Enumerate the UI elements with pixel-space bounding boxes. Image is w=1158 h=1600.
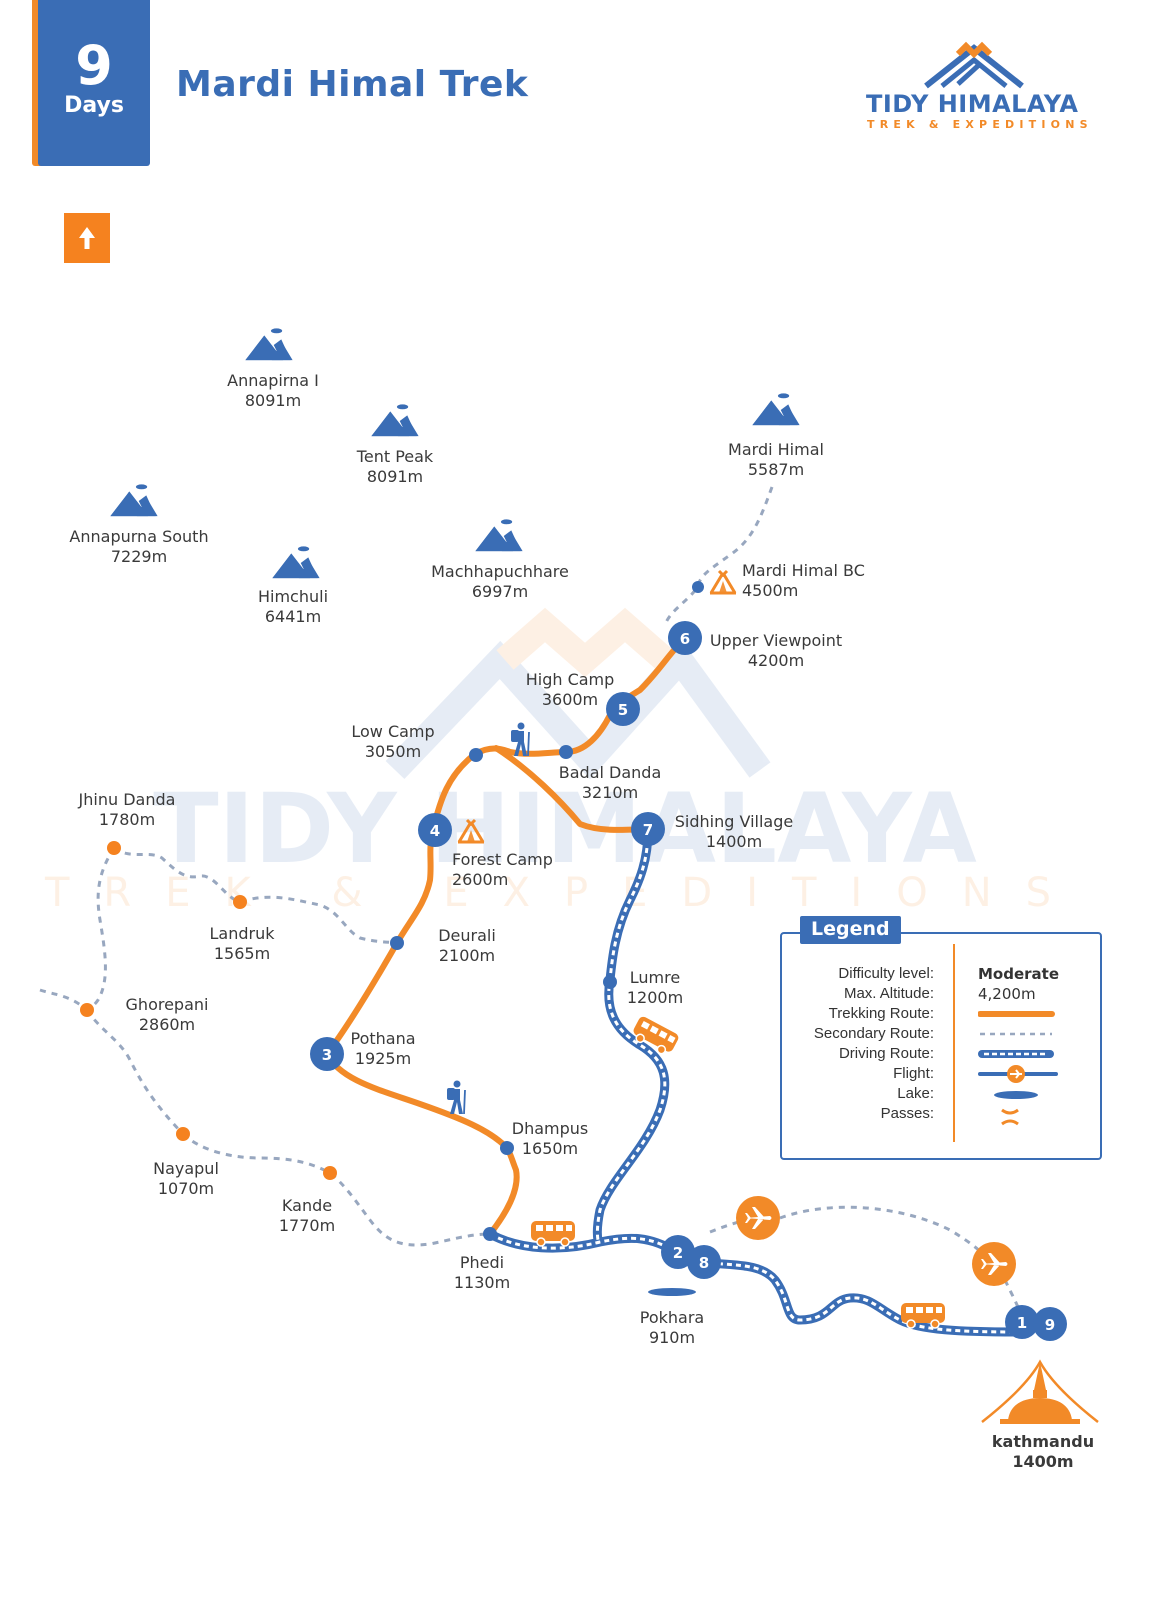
passes-swatch [978,1104,1088,1126]
svg-text:4: 4 [430,822,440,840]
secondary-route-swatch [978,1024,1088,1044]
brand-logo: TIDY HIMALAYA TREK & EXPEDITIONS [862,40,1102,140]
days-badge: 9 Days [38,0,150,166]
legend-divider [953,944,955,1142]
svg-text:6: 6 [680,630,690,648]
lake-icon [648,1288,696,1296]
lake-swatch [978,1084,1088,1104]
page-title: Mardi Himal Trek [176,64,529,105]
tent-icon [708,569,738,595]
svg-text:5: 5 [618,701,628,719]
legend-title: Legend [800,916,901,944]
flight-icon [736,1196,780,1240]
north-arrow-icon [64,213,110,263]
flight-swatch [978,1064,1088,1084]
brand-name: TIDY HIMALAYA [866,90,1079,118]
peak-icon [371,404,419,437]
difficulty-value: Moderate [978,965,1060,983]
svg-text:2: 2 [673,1244,683,1262]
driving-route-swatch [978,1044,1088,1064]
flight-icon [972,1242,1016,1286]
days-label: Days [64,93,124,118]
peak-icon [475,519,523,552]
legend-panel: Legend Difficulty level: Max. Altitude: … [780,916,1102,1160]
stupa-icon [981,1359,1099,1424]
legend-keys: Difficulty level: Max. Altitude: Trekkin… [813,965,934,1122]
mountain-logo-icon [924,41,1024,89]
max-altitude-value: 4,200m [978,985,1036,1003]
trekking-route [324,635,688,1237]
svg-text:8: 8 [699,1254,709,1272]
watermark: TIDY HIMALAYA TREK & EXPEDITIONS [44,607,1085,916]
svg-text:3: 3 [322,1046,332,1064]
days-number: 9 [75,34,113,97]
svg-text:TREK & EXPEDITIONS: TREK & EXPEDITIONS [44,870,1085,916]
trekking-route-swatch [977,1004,1088,1024]
brand-tagline: TREK & EXPEDITIONS [867,118,1093,131]
bus-icon [530,1220,576,1247]
peak-icon [110,484,158,517]
peak-icon [272,546,320,579]
peak-icon [752,393,800,426]
svg-text:7: 7 [643,821,653,839]
svg-text:1: 1 [1017,1314,1027,1332]
hiker-icon [446,1080,466,1115]
svg-text:TIDY HIMALAYA: TIDY HIMALAYA [153,773,977,885]
peak-icon [245,328,293,361]
svg-text:9: 9 [1045,1316,1055,1334]
legend-values: Moderate 4,200m [977,964,1088,1126]
